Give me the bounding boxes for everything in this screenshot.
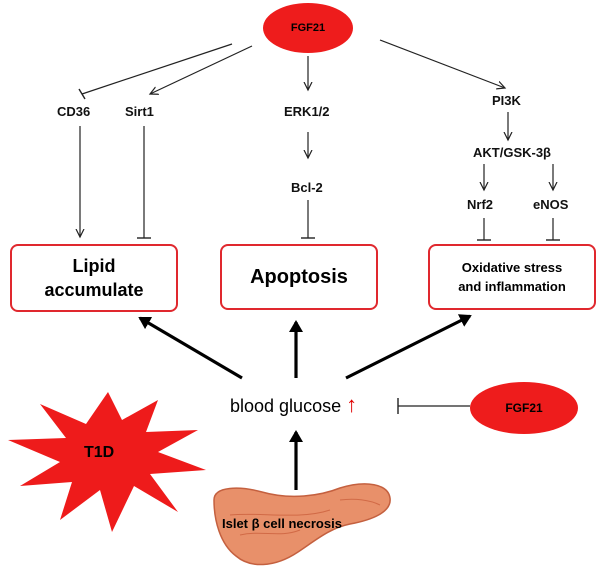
bcl2-node: Bcl-2 [291, 180, 323, 195]
pancreas-shape [213, 483, 391, 566]
fgf21-top-label: FGF21 [290, 22, 326, 34]
cd36-node: CD36 [57, 104, 91, 119]
fgf21-top-node: FGF21 [263, 3, 353, 53]
t1d-label: T1D [84, 444, 115, 461]
blood-glucose-node: blood glucose ↑ [230, 392, 357, 418]
blood-glucose-label: blood glucose [230, 396, 342, 416]
sirt1-node: Sirt1 [125, 104, 154, 119]
enos-node: eNOS [533, 197, 569, 212]
lipid-accumulate-box: Lipid accumulate [10, 244, 178, 312]
islet-necrosis-label: Islet β cell necrosis [222, 516, 342, 531]
lipid-line2: accumulate [44, 280, 144, 300]
t1d-starburst-shape [8, 392, 206, 532]
akt-node: AKT/GSK-3β [473, 145, 551, 160]
pi3k-node: PI3K [492, 93, 521, 108]
increase-arrow-icon: ↑ [346, 392, 358, 417]
apoptosis-label: Apoptosis [250, 265, 348, 288]
oxidative-stress-box: Oxidative stress and inflammation [428, 244, 596, 310]
oxidative-line1: Oxidative stress [461, 260, 563, 275]
nrf2-node: Nrf2 [467, 197, 494, 212]
fgf21-right-node: FGF21 [470, 382, 578, 434]
erk-node: ERK1/2 [284, 104, 330, 119]
apoptosis-box: Apoptosis [220, 244, 378, 310]
fgf21-right-label: FGF21 [505, 401, 543, 415]
lipid-line1: Lipid [72, 256, 116, 276]
oxidative-line2: and inflammation [458, 279, 566, 294]
